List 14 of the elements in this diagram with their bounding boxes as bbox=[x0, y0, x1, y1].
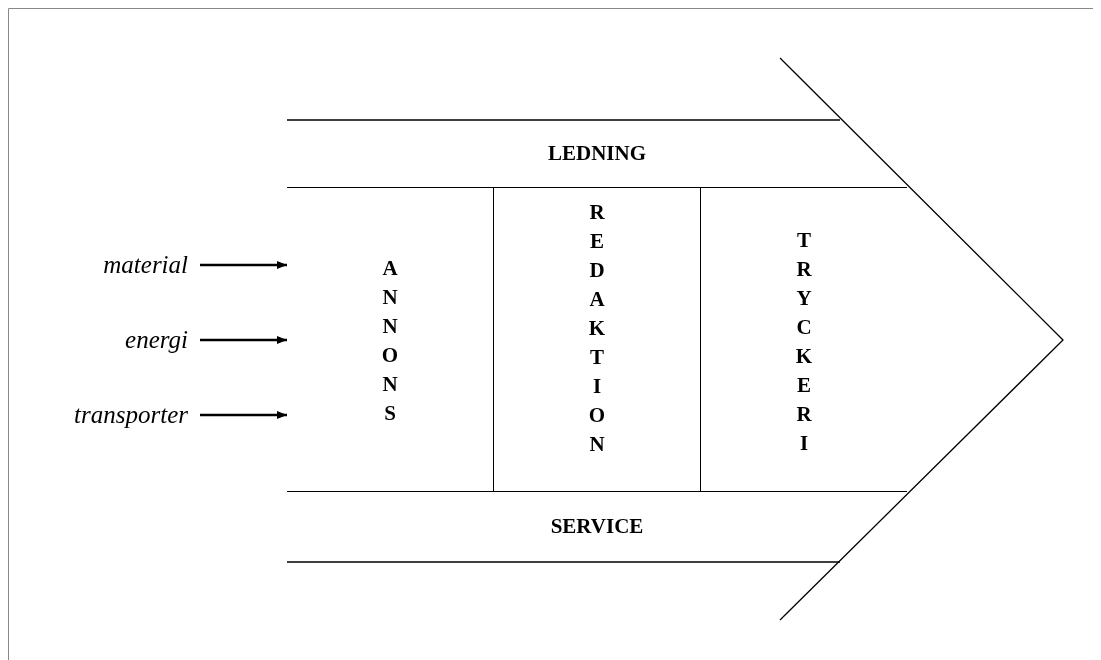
arrow bbox=[200, 411, 287, 419]
input-label: material bbox=[103, 250, 188, 281]
input-label: transporter bbox=[74, 400, 188, 431]
column-label: TRYCKERI bbox=[794, 227, 814, 457]
input-label: energi bbox=[125, 325, 188, 356]
arrow bbox=[200, 336, 287, 344]
column-label: REDAKTION bbox=[587, 199, 607, 458]
arrow bbox=[200, 261, 287, 269]
activity-column bbox=[287, 187, 494, 492]
activity-column bbox=[494, 187, 701, 492]
band-label: LEDNING bbox=[548, 139, 646, 167]
band-label: SERVICE bbox=[550, 513, 644, 541]
column-label: ANNONS bbox=[380, 255, 400, 427]
activity-column bbox=[701, 187, 907, 492]
